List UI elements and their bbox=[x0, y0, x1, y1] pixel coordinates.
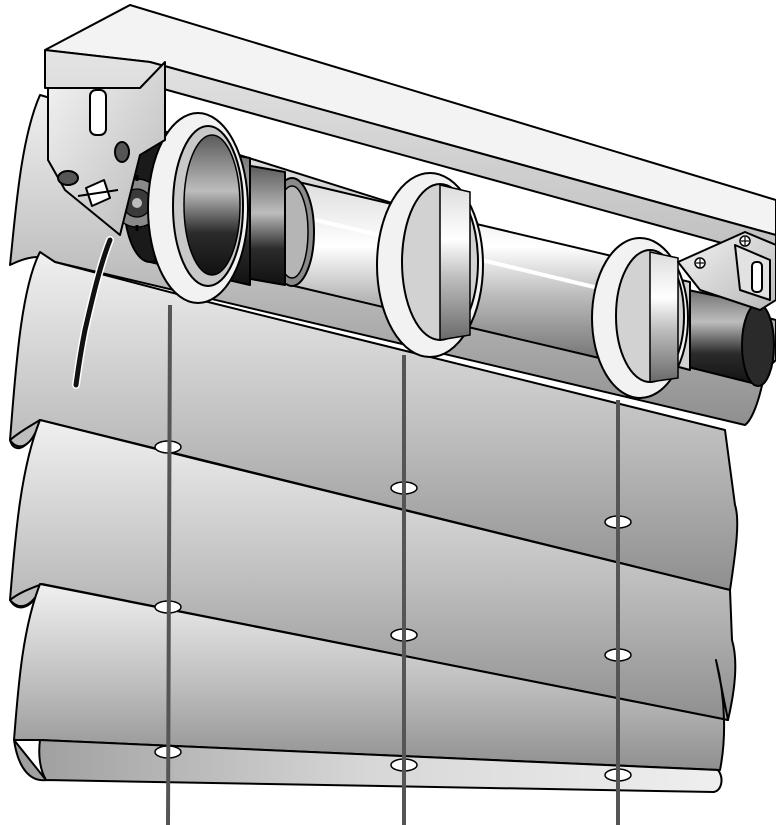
mounting-bracket-right bbox=[677, 231, 776, 311]
right-end-cap bbox=[741, 303, 775, 387]
cord-spool-left bbox=[147, 112, 249, 304]
headrail bbox=[44, 4, 776, 259]
ladder-cords bbox=[166, 304, 620, 825]
cord-spool-right bbox=[591, 237, 689, 399]
power-cable bbox=[72, 236, 114, 389]
ladder-cord bbox=[166, 304, 172, 825]
screw-icon bbox=[694, 257, 706, 269]
mounting-bracket-icon bbox=[47, 61, 166, 236]
bottom-rail bbox=[13, 739, 723, 793]
slat bbox=[9, 419, 737, 721]
cord-spool-middle bbox=[376, 172, 484, 358]
tube-assembly bbox=[109, 112, 775, 399]
screw-icon bbox=[739, 235, 751, 247]
screw-icon bbox=[77, 179, 119, 207]
mounting-bracket-left bbox=[47, 61, 166, 236]
